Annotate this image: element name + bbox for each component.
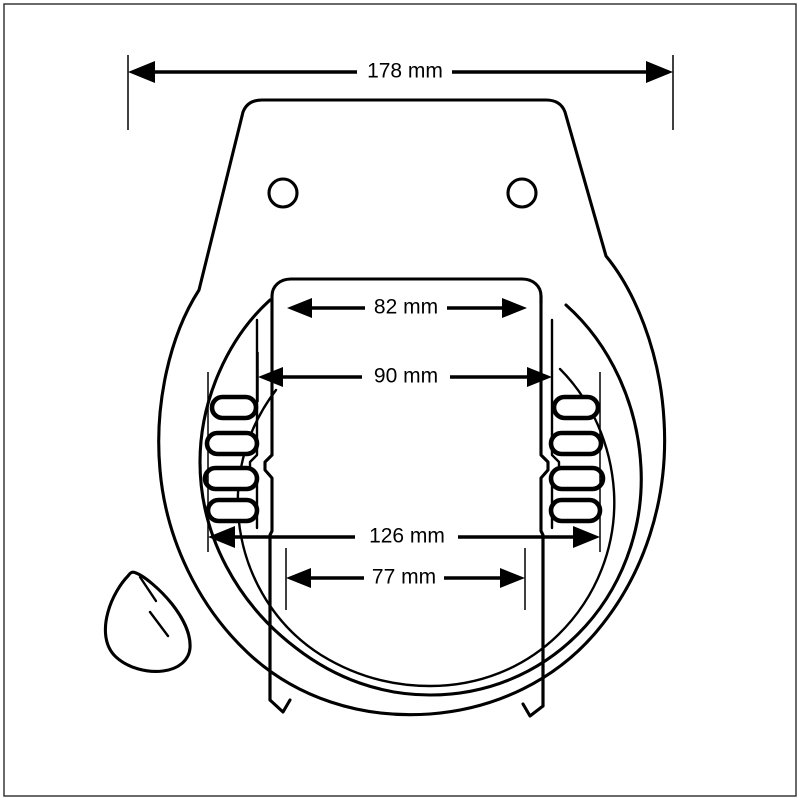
left-slot-3 [202, 465, 260, 492]
mounting-hole-right [506, 177, 538, 209]
dimension-82mm: 82 mm [287, 296, 527, 319]
arrow-head-126-left [208, 526, 235, 548]
slider-insert-left-edge [248, 318, 259, 530]
arrow-head-77-left [286, 568, 311, 588]
right-slot-bank [548, 394, 606, 524]
dimension-77mm: 77 mm [285, 548, 526, 610]
arrow-head-77-right [500, 568, 525, 588]
mounting-hole-left [267, 177, 299, 209]
arrow-head-126-right [573, 526, 600, 548]
arrow-head-82-right [502, 298, 527, 318]
left-slot-4 [205, 497, 260, 524]
left-slot-2 [204, 430, 260, 457]
left-slot-bank [202, 394, 260, 524]
dimension-label-82mm: 82 mm [374, 296, 438, 319]
dimension-label-90mm: 90 mm [374, 365, 438, 388]
lock-outer-body [157, 98, 667, 717]
right-slot-2 [548, 430, 604, 457]
shackle-left-edge [263, 294, 274, 702]
key-lever-notch-lower [148, 610, 170, 638]
dimension-126mm: 126 mm [207, 372, 601, 552]
arrow-head-90-left [258, 367, 283, 387]
left-slot-1 [209, 394, 259, 421]
lower-left-jaw [268, 536, 292, 714]
right-slot-1 [551, 394, 601, 421]
key-lever-notch-upper [138, 575, 158, 603]
shackle-right-edge [539, 294, 550, 708]
arrow-head-178-left [128, 61, 155, 83]
right-slot-3 [548, 465, 606, 492]
slider-insert-right-edge [550, 318, 561, 530]
arrow-head-90-right [527, 367, 552, 387]
dimension-label-126mm: 126 mm [369, 525, 445, 548]
inner-ring-outer-arc [198, 298, 643, 697]
dimension-label-77mm: 77 mm [372, 566, 436, 589]
key-lever [103, 570, 192, 673]
dimension-90mm: 90 mm [257, 352, 553, 402]
page-frame [3, 3, 797, 797]
dimension-178mm: 178 mm [127, 55, 674, 130]
shackle-body [248, 277, 561, 718]
key-lever-outline [103, 570, 192, 673]
lower-right-jaw [521, 536, 545, 718]
arrow-head-82-left [287, 298, 312, 318]
shackle-top-plate [270, 277, 543, 305]
inner-ring [198, 298, 643, 697]
dimension-label-178mm: 178 mm [367, 60, 443, 83]
arrow-head-178-right [646, 61, 673, 83]
outer-body-outline [157, 98, 667, 717]
right-slot-4 [548, 497, 603, 524]
